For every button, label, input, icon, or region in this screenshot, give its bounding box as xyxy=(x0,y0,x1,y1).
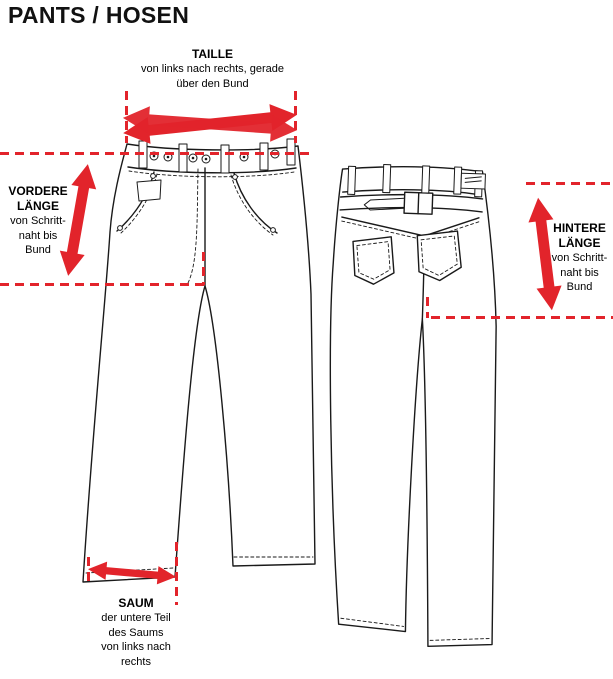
taille-label: TAILLE von links nach rechts, gerade übe… xyxy=(115,47,310,91)
back-pocket-right xyxy=(416,230,462,282)
front-fly xyxy=(187,167,206,287)
hem-width-guide-right xyxy=(175,542,178,605)
front-pocket-left xyxy=(116,171,162,234)
front-crotch-tick xyxy=(202,252,205,285)
hem-width-measure-arrow xyxy=(85,557,179,589)
brand-patch xyxy=(460,172,486,190)
waist-measure-arrow xyxy=(120,100,300,148)
back-crotch-tick xyxy=(426,297,429,318)
saum-heading: SAUM xyxy=(118,596,154,610)
saum-label: SAUM der untere Teil des Saums von links… xyxy=(88,596,184,669)
jeans-back-drawing xyxy=(311,163,528,662)
back-hem-stitching xyxy=(340,617,491,641)
back-body-outline xyxy=(329,166,497,648)
back-crotch-guide-line xyxy=(431,316,613,319)
jeans-back-svg xyxy=(329,163,497,648)
hintere-laenge-label: HINTERE LÄNGE von Schritt- naht bis Bund xyxy=(551,221,608,294)
waist-width-guide-right xyxy=(294,91,297,143)
front-crotch-guide-line xyxy=(0,283,207,286)
taille-heading: TAILLE xyxy=(191,47,234,61)
back-length-measure-arrow xyxy=(519,187,571,320)
back-pocket-left xyxy=(352,236,395,285)
hem-width-guide-left xyxy=(87,557,90,584)
page-title: PANTS / HOSEN xyxy=(8,2,190,28)
jeans-front-svg xyxy=(82,138,316,583)
front-waist-guide-line xyxy=(0,152,310,155)
jeans-front-drawing xyxy=(82,136,317,591)
front-body-outline xyxy=(82,143,316,583)
front-pocket-right xyxy=(230,172,278,236)
back-waist-guide-line xyxy=(526,182,613,185)
coin-pocket xyxy=(136,179,162,202)
back-belt xyxy=(339,191,484,215)
front-length-measure-arrow xyxy=(50,156,107,284)
vordere-laenge-label: VORDERE LÄNGE von Schritt- naht bis Bund xyxy=(8,184,68,257)
